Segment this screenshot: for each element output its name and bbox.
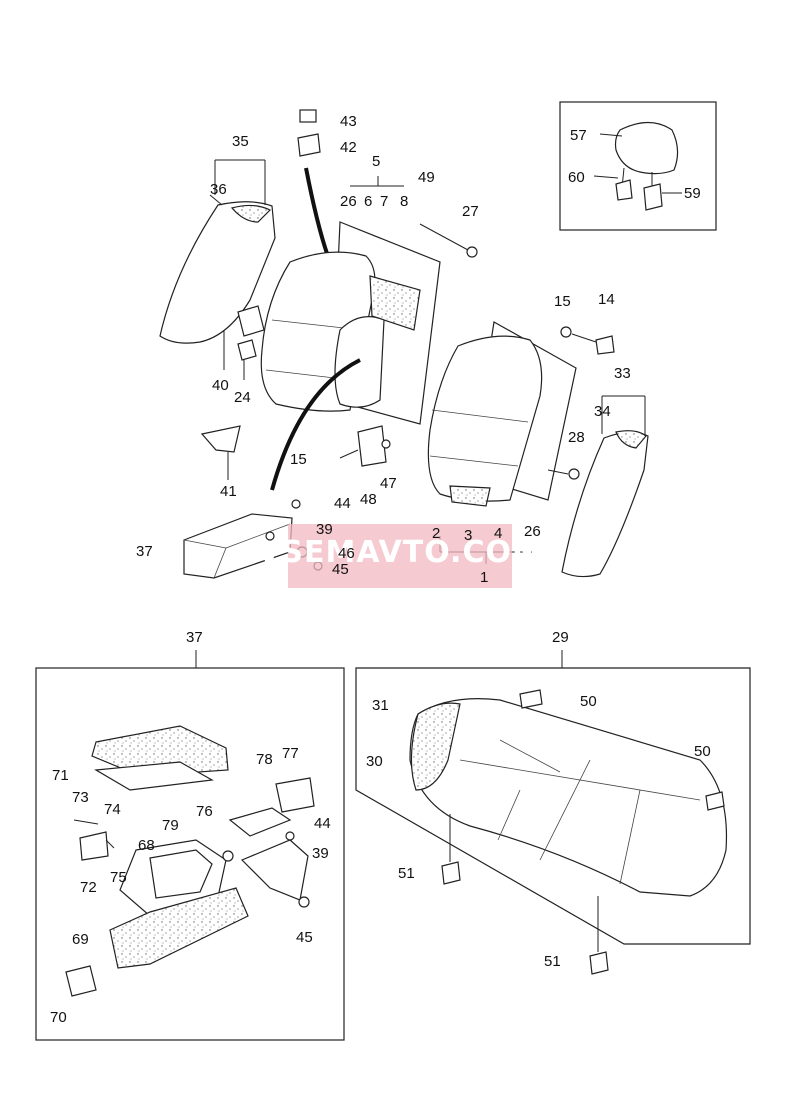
callout-50a: 50 bbox=[580, 693, 597, 710]
callout-4: 4 bbox=[494, 525, 502, 542]
side-bolster-left bbox=[159, 201, 276, 344]
svg-text:VSEMAVTO.COM: VSEMAVTO.COM bbox=[257, 535, 543, 570]
callout-37b: 37 bbox=[186, 629, 203, 646]
callout-39a: 39 bbox=[316, 521, 333, 538]
callout-74: 74 bbox=[104, 801, 121, 818]
callout-6: 6 bbox=[364, 193, 372, 210]
callout-69: 69 bbox=[72, 931, 89, 948]
callout-77: 77 bbox=[282, 745, 299, 762]
callout-7: 7 bbox=[380, 193, 388, 210]
armrest-detail-box bbox=[35, 650, 345, 1041]
callout-51a: 51 bbox=[398, 865, 415, 882]
callout-33: 33 bbox=[614, 365, 631, 382]
callout-49: 49 bbox=[418, 169, 435, 186]
callout-44a: 44 bbox=[334, 495, 351, 512]
callout-72: 72 bbox=[80, 879, 97, 896]
callout-76: 76 bbox=[196, 803, 213, 820]
callout-26a: 26 bbox=[340, 193, 357, 210]
callout-36: 36 bbox=[210, 181, 227, 198]
callout-70: 70 bbox=[50, 1009, 67, 1026]
headrest-guide-left bbox=[615, 179, 633, 201]
callout-57: 57 bbox=[570, 127, 587, 144]
callout-40: 40 bbox=[212, 377, 229, 394]
callout-26b: 26 bbox=[524, 523, 541, 540]
upper-assembly bbox=[159, 109, 649, 579]
callouts: 43 42 35 36 5 26 6 7 8 49 27 57 60 59 15… bbox=[50, 113, 711, 1026]
callout-45b: 45 bbox=[296, 929, 313, 946]
callout-42: 42 bbox=[340, 139, 357, 156]
callout-3: 3 bbox=[464, 527, 472, 544]
callout-34: 34 bbox=[594, 403, 611, 420]
callout-15b: 15 bbox=[290, 451, 307, 468]
callout-31: 31 bbox=[372, 697, 389, 714]
callout-44b: 44 bbox=[314, 815, 331, 832]
callout-60: 60 bbox=[568, 169, 585, 186]
callout-79: 79 bbox=[162, 817, 179, 834]
callout-50b: 50 bbox=[694, 743, 711, 760]
callout-45a: 45 bbox=[332, 561, 349, 578]
callout-5: 5 bbox=[372, 153, 380, 170]
callout-2: 2 bbox=[432, 525, 440, 542]
callout-30: 30 bbox=[366, 753, 383, 770]
watermark: VSEMAVTO.COM bbox=[257, 524, 543, 588]
callout-27: 27 bbox=[462, 203, 479, 220]
callout-28: 28 bbox=[568, 429, 585, 446]
cushion-detail-box bbox=[355, 650, 751, 975]
callout-47: 47 bbox=[380, 475, 397, 492]
callout-37a: 37 bbox=[136, 543, 153, 560]
callout-51b: 51 bbox=[544, 953, 561, 970]
callout-14: 14 bbox=[598, 291, 615, 308]
callout-15a: 15 bbox=[554, 293, 571, 310]
headrest bbox=[614, 121, 679, 175]
callout-1: 1 bbox=[480, 569, 488, 586]
callout-8: 8 bbox=[400, 193, 408, 210]
callout-43: 43 bbox=[340, 113, 357, 130]
callout-29: 29 bbox=[552, 629, 569, 646]
callout-75: 75 bbox=[110, 869, 127, 886]
callout-68: 68 bbox=[138, 837, 155, 854]
callout-46: 46 bbox=[338, 545, 355, 562]
callout-73: 73 bbox=[72, 789, 89, 806]
callout-24: 24 bbox=[234, 389, 251, 406]
callout-71: 71 bbox=[52, 767, 69, 784]
callout-35: 35 bbox=[232, 133, 249, 150]
callout-78: 78 bbox=[256, 751, 273, 768]
headrest-guide-right bbox=[643, 183, 663, 211]
callout-48: 48 bbox=[360, 491, 377, 508]
callout-41: 41 bbox=[220, 483, 237, 500]
callout-39b: 39 bbox=[312, 845, 329, 862]
callout-59: 59 bbox=[684, 185, 701, 202]
headrest-box bbox=[559, 101, 717, 231]
side-bolster-right bbox=[561, 431, 649, 578]
